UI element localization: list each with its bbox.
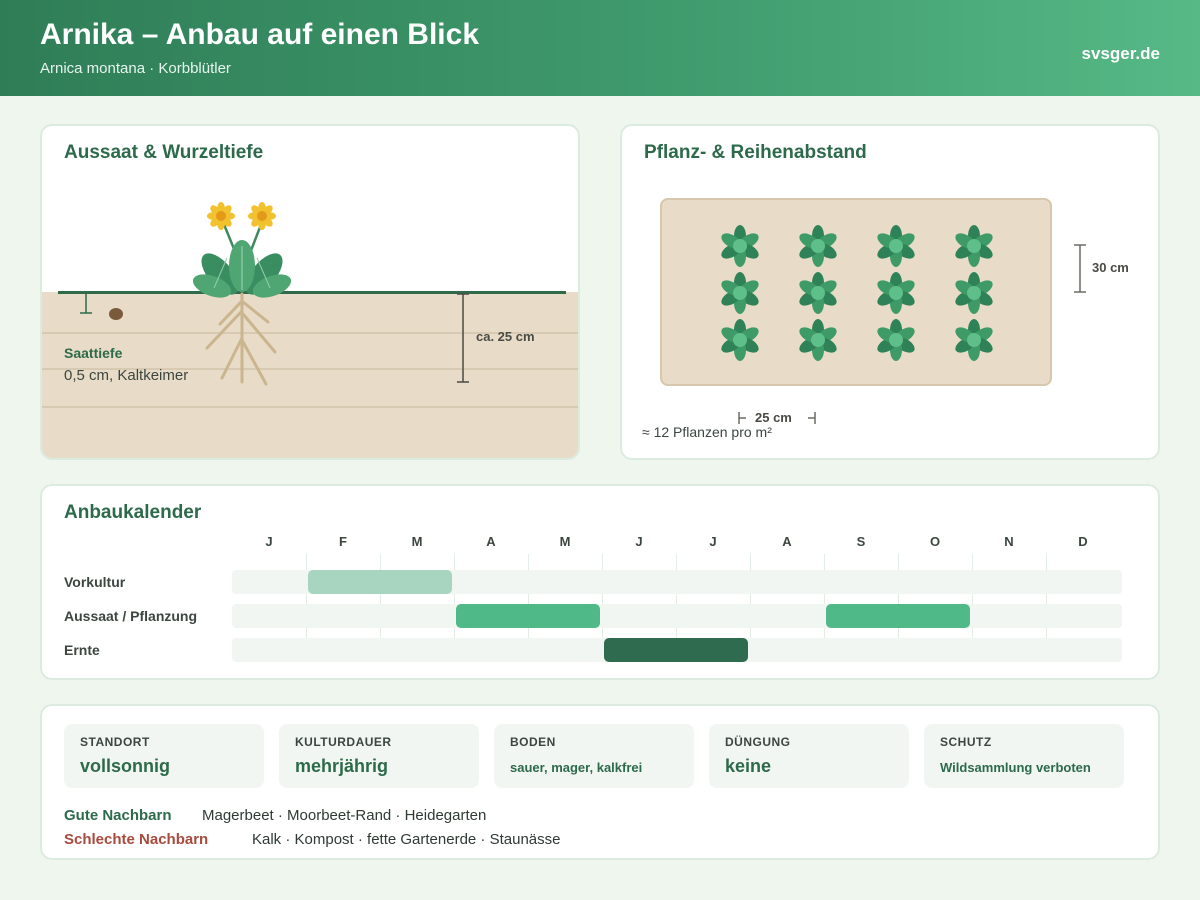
ground-line bbox=[58, 291, 566, 294]
spacing-title: Pflanz- & Reihenabstand bbox=[644, 142, 867, 163]
month-label: J bbox=[709, 534, 717, 549]
calendar-bar bbox=[826, 604, 970, 628]
fact-box: SCHUTZ Wildsammlung verboten bbox=[924, 724, 1124, 788]
bad-neighbors-label: Schlechte Nachbarn bbox=[64, 831, 209, 848]
plant-density: ≈ 12 Pflanzen pro m² bbox=[642, 424, 772, 440]
seeding-card: Aussaat & Wurzeltiefe bbox=[40, 124, 580, 460]
month-label: N bbox=[1004, 534, 1014, 549]
header: Arnika – Anbau auf einen Blick Arnica mo… bbox=[0, 0, 1200, 96]
fact-value: vollsonnig bbox=[80, 756, 170, 776]
plant-icon bbox=[955, 272, 993, 314]
month-label: J bbox=[265, 534, 273, 549]
fact-value: mehrjährig bbox=[295, 756, 389, 776]
plant-icon bbox=[955, 319, 993, 361]
row-distance-marker bbox=[1074, 244, 1086, 293]
month-label: M bbox=[411, 534, 423, 549]
fact-label: DÜNGUNG bbox=[725, 735, 791, 749]
spacing-card: Pflanz- & Reihenabstand 30 cm 25 cm ≈ 12… bbox=[620, 124, 1160, 460]
calendar-bar bbox=[604, 638, 748, 662]
root-depth-marker bbox=[457, 293, 469, 383]
plant-icon bbox=[799, 272, 837, 314]
month-label: A bbox=[782, 534, 792, 549]
month-label: S bbox=[856, 534, 866, 549]
seeding-title: Aussaat & Wurzeltiefe bbox=[64, 142, 264, 163]
fact-value: keine bbox=[725, 756, 772, 776]
seed-depth-label: Saattiefe bbox=[64, 345, 123, 361]
row-distance-value: 30 cm bbox=[1092, 260, 1129, 275]
month-label: O bbox=[929, 534, 941, 549]
fact-label: KULTURDAUER bbox=[295, 735, 392, 749]
month-label: J bbox=[635, 534, 643, 549]
soil-layer-line bbox=[42, 332, 578, 334]
plant-icon bbox=[721, 272, 759, 314]
fact-box: KULTURDAUER mehrjährig bbox=[279, 724, 479, 788]
plant-icon bbox=[955, 225, 993, 267]
soil-area bbox=[42, 292, 578, 458]
plant-icon bbox=[877, 225, 915, 267]
root-depth-value: ca. 25 cm bbox=[476, 329, 535, 344]
page-subtitle: Arnica montana · Korbblütler bbox=[40, 60, 231, 77]
flower-icon bbox=[248, 202, 276, 230]
plant-distance-value: 25 cm bbox=[755, 410, 792, 425]
fact-label: SCHUTZ bbox=[940, 735, 992, 749]
month-label: A bbox=[486, 534, 496, 549]
page-title: Arnika – Anbau auf einen Blick bbox=[40, 18, 479, 51]
calendar-track bbox=[232, 604, 1122, 628]
plant-icon bbox=[721, 225, 759, 267]
calendar-bar bbox=[308, 570, 452, 594]
plant-distance-marker bbox=[738, 412, 816, 424]
month-label: D bbox=[1078, 534, 1088, 549]
plant-icon bbox=[799, 319, 837, 361]
soil-layer-line bbox=[42, 368, 578, 370]
facts-card: STANDORT vollsonnig KULTURDAUER mehrjährig B… bbox=[40, 704, 1160, 860]
fact-value: Wildsammlung verboten bbox=[940, 760, 1091, 775]
calendar-row-label: Aussaat / Pflanzung bbox=[64, 608, 198, 624]
fact-label: STANDORT bbox=[80, 735, 150, 749]
calendar-row-label: Ernte bbox=[64, 642, 100, 658]
plant-icon bbox=[877, 272, 915, 314]
good-neighbors-value: Magerbeet · Moorbeet-Rand · Heidegarten bbox=[202, 807, 487, 824]
seed-depth-value: 0,5 cm, Kaltkeimer bbox=[64, 367, 189, 384]
soil-layer-line bbox=[42, 406, 578, 408]
brand-link[interactable]: svsger.de bbox=[1081, 44, 1160, 63]
calendar-title: Anbaukalender bbox=[64, 502, 202, 523]
spacing-markers bbox=[738, 244, 1086, 424]
plant-icon bbox=[877, 319, 915, 361]
fact-value: sauer, mager, kalkfrei bbox=[510, 760, 643, 775]
fact-box: BODEN sauer, mager, kalkfrei bbox=[494, 724, 694, 788]
month-label: M bbox=[559, 534, 571, 549]
plant-icon bbox=[799, 225, 837, 267]
fact-label: BODEN bbox=[510, 735, 556, 749]
seed-depth-marker bbox=[80, 294, 92, 314]
calendar-bar bbox=[456, 604, 600, 628]
roots-icon bbox=[205, 292, 277, 386]
bad-neighbors-value: Kalk · Kompost · fette Gartenerde · Stau… bbox=[252, 831, 561, 848]
seed-icon bbox=[109, 308, 123, 320]
calendar-row-label: Vorkultur bbox=[64, 574, 126, 590]
plant-grid bbox=[721, 225, 993, 361]
flower-icon bbox=[207, 202, 235, 230]
plant-icon bbox=[721, 319, 759, 361]
plant-illustration bbox=[80, 202, 469, 386]
fact-box: STANDORT vollsonnig bbox=[64, 724, 264, 788]
fact-box: DÜNGUNG keine bbox=[709, 724, 909, 788]
month-label: F bbox=[339, 534, 347, 549]
leaf-rosette-icon bbox=[192, 240, 292, 298]
good-neighbors-label: Gute Nachbarn bbox=[64, 807, 172, 824]
